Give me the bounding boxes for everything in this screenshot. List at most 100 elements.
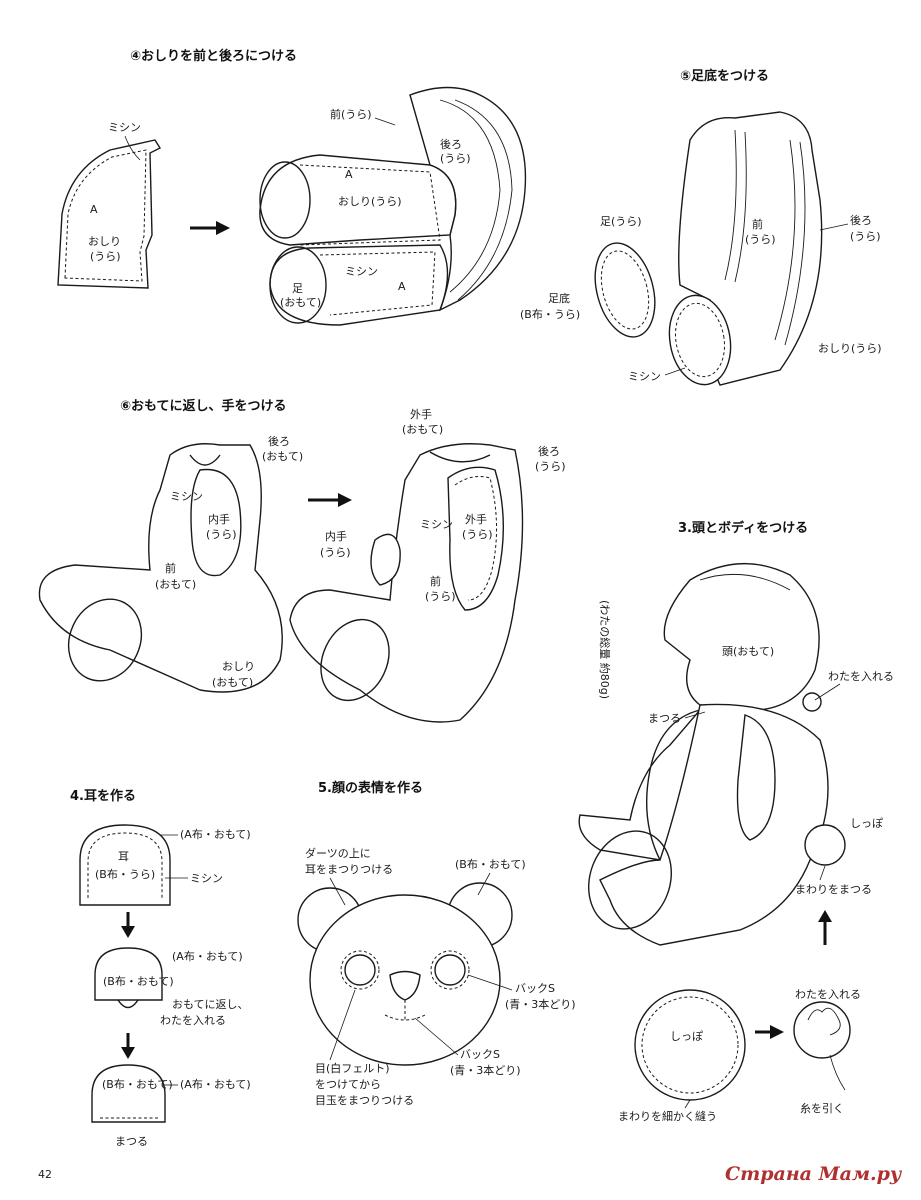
label-front: 前: [752, 217, 763, 231]
label-foot: 足: [292, 282, 303, 295]
leader-line: [684, 1099, 691, 1109]
label-outer-hand-reverse: (うら): [462, 528, 493, 541]
leader-line: [329, 877, 346, 906]
thread: [829, 1054, 846, 1091]
sole-stitch-right: [675, 302, 725, 378]
label-inner-hand: 内手: [208, 512, 230, 526]
label-bottom-reverse: (うら): [90, 250, 121, 263]
label-b-front: (B布・おもて): [102, 1078, 173, 1091]
label-front: 前: [430, 574, 441, 588]
label-insert-cotton: わたを入れる: [828, 670, 894, 683]
bear-body-turned: [38, 443, 283, 693]
section-make-ear: 4.耳を作る 耳 (B布・うら) (A布・おもて) ミシン (B布・おもて) (…: [70, 788, 251, 1148]
label-bottom-front: (おもて): [212, 676, 253, 689]
label-mishin: ミシン: [420, 518, 453, 531]
label-whip-stitch: まつる: [648, 712, 681, 725]
sole-stitch-left: [600, 250, 650, 330]
down-arrow-head: [121, 926, 135, 938]
tail-gathered: [793, 1001, 851, 1059]
step-arrow-head: [338, 493, 352, 507]
label-inner-hand-reverse: (うら): [320, 546, 351, 559]
body-seam-left: [724, 129, 737, 281]
label-front: 前: [165, 561, 176, 575]
section-title-attach-sole: ⑤足底をつける: [680, 68, 769, 84]
label-sole-fabric: (B布・うら): [520, 308, 580, 321]
label-back-stitch-sub: (青・3本どり): [505, 997, 576, 1011]
section-attach-sole: ⑤足底をつける 足(うら) 前 (うら) 後ろ (うら) 足底 (B布・うら) …: [520, 68, 882, 386]
leader-line: [467, 974, 513, 991]
label-a-front: (A布・おもて): [180, 1078, 251, 1091]
foot-sole-left: [594, 242, 656, 338]
label-tail: しっぽ: [850, 817, 883, 830]
ear-opening: [117, 999, 139, 1009]
ear-stitch: [87, 832, 163, 898]
label-a-mark: A: [345, 168, 353, 181]
label-mishin: ミシン: [170, 490, 203, 503]
label-b-reverse: (B布・うら): [95, 868, 155, 881]
section-attach-head: 3.頭とボディをつける (わたの総量 約80g) 頭(おもて) わたを入れる ま…: [578, 520, 894, 946]
label-mishin: ミシン: [108, 121, 141, 134]
label-a-front: (A布・おもて): [180, 828, 251, 841]
step-arrow-head: [216, 221, 230, 235]
label-bottom-center: おしり(うら): [338, 195, 402, 208]
tail-circle: [634, 989, 746, 1101]
watermark-text: Страна Мам.ру: [725, 1163, 903, 1185]
label-eye-felt: 目(白フェルト): [315, 1061, 390, 1075]
nose: [389, 970, 421, 1001]
paw-right: [320, 618, 390, 702]
leader-line: [664, 367, 686, 376]
label-head-front: 頭(おもて): [722, 645, 774, 658]
label-whip-stitch: まつる: [115, 1135, 148, 1148]
eye-left: [344, 954, 376, 986]
section-title-make-face: 5.顔の表情を作る: [318, 780, 423, 796]
label-insert-cotton: わたを入れる: [795, 988, 861, 1001]
eye-right-stitch: [430, 950, 470, 990]
section-title-attach-bottom: ④おしりを前と後ろにつける: [130, 48, 297, 64]
label-front-reverse: (うら): [745, 233, 776, 246]
label-mishin: ミシン: [190, 872, 223, 885]
tail-attached: [804, 824, 846, 866]
ear-finished: [91, 1064, 166, 1123]
label-b-front: (B布・おもて): [103, 975, 174, 988]
section-make-face: 5.顔の表情を作る ダーツの上に 耳をまつりつける (B布・おもて) バックS …: [297, 780, 576, 1107]
section-attach-hands: ⑥おもてに返し、手をつける 後ろ (おもて) ミシン 内手 (うら) 前 (おも…: [38, 398, 566, 723]
label-outer-hand: 外手: [465, 512, 487, 526]
mouth-stitch: [384, 1000, 426, 1021]
label-sole: 足底: [548, 291, 570, 305]
label-back-stitch: バックS: [460, 1048, 500, 1061]
label-back: 後ろ: [440, 137, 462, 151]
down-arrow-head: [121, 1047, 135, 1059]
label-eye-after: をつけてから: [315, 1078, 381, 1091]
body-seam-right-2: [784, 141, 806, 346]
label-dart-ear: 耳をまつりつける: [305, 863, 393, 876]
paw-lower: [269, 246, 327, 324]
outer-hand: [447, 466, 505, 611]
cotton-fluff: [807, 1007, 841, 1036]
label-foot-front: (おもて): [280, 296, 321, 309]
label-tail: しっぽ: [670, 1030, 703, 1043]
label-back-reverse: (うら): [535, 460, 566, 473]
label-turn-front: おもてに返し、: [172, 998, 249, 1011]
label-front-reverse: (うら): [425, 590, 456, 603]
cotton-ball: [802, 692, 822, 712]
eye-left-stitch: [340, 950, 380, 990]
outer-arm: [736, 714, 776, 841]
paw-final: [588, 830, 672, 930]
back-seam: [439, 99, 501, 293]
label-mishin: ミシン: [345, 265, 378, 278]
label-back-reverse: (うら): [850, 230, 881, 243]
section-title-attach-hands: ⑥おもてに返し、手をつける: [120, 398, 287, 414]
label-a-front: (A布・おもて): [172, 950, 243, 963]
paw-left: [67, 598, 143, 682]
label-bottom: おしり: [88, 235, 121, 248]
label-inner-hand: 内手: [325, 529, 347, 543]
stitch-line-lower: [319, 251, 436, 316]
label-sew-around: まわりを細かく縫う: [618, 1109, 717, 1123]
label-a-mark: A: [398, 280, 406, 293]
arm-left: [578, 708, 702, 861]
label-whip-around: まわりをまつる: [795, 883, 872, 896]
section-attach-bottom: ④おしりを前と後ろにつける ミシン A おしり (うら) 前(うら) 後ろ (う…: [57, 48, 527, 326]
label-back: 後ろ: [268, 434, 290, 448]
label-back-stitch: バックS: [515, 982, 555, 995]
